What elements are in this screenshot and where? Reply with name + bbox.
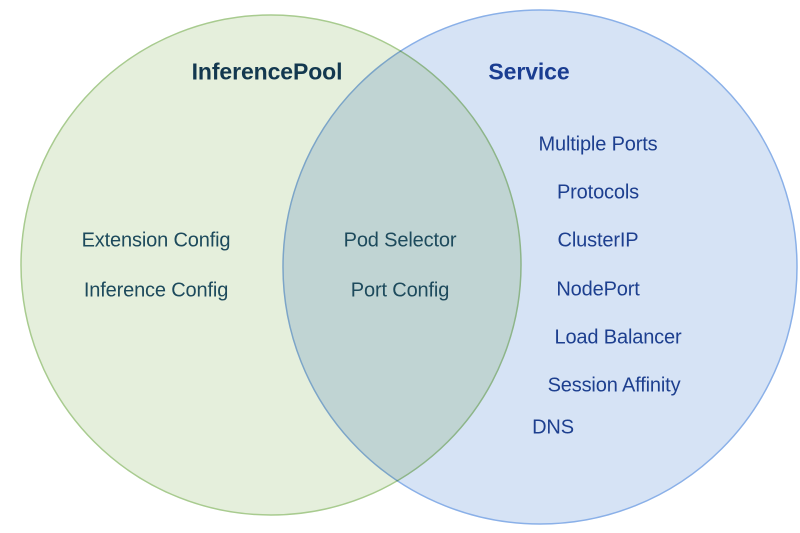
left-set-item: Extension Config — [81, 229, 231, 252]
overlap-item: Pod Selector — [343, 229, 457, 252]
right-set-item: ClusterIP — [557, 229, 639, 252]
right-set-item: Multiple Ports — [538, 133, 658, 156]
right-set-item: Load Balancer — [554, 326, 682, 349]
left-set-item: Inference Config — [83, 279, 229, 302]
right-set-circle[interactable] — [282, 9, 798, 525]
right-set-title: Service — [488, 58, 570, 85]
left-set-title: InferencePool — [191, 58, 343, 85]
right-set-item: DNS — [532, 416, 574, 439]
right-set-item: Protocols — [556, 181, 640, 204]
overlap-item: Port Config — [350, 279, 450, 302]
right-set-item: Session Affinity — [547, 374, 681, 397]
right-set-item: NodePort — [556, 278, 640, 301]
